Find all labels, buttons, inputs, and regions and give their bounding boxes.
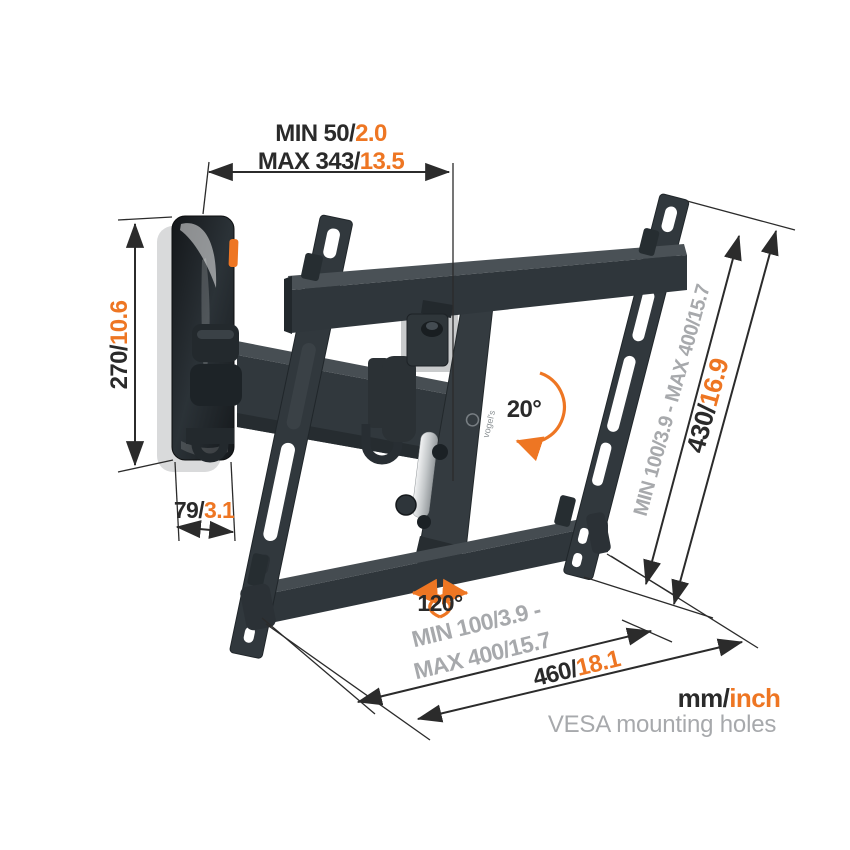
bottom-bar-right-end [586, 512, 611, 554]
logo-text: vogel's [481, 409, 498, 439]
pivot-bolt-foot [417, 515, 431, 529]
ext-line [202, 161, 210, 215]
bottom-bar-top-face [245, 514, 608, 598]
rail-hole [577, 527, 589, 544]
dim-bracket-height-line [671, 229, 779, 606]
label-plate-height: 270/10.6 [106, 300, 133, 389]
bottom-bar-left-end [240, 583, 276, 631]
bottom-bar-front-face [247, 524, 608, 628]
ext-line [583, 576, 714, 619]
plate-gloss-highlight [180, 223, 217, 288]
bottom-hook-left [247, 553, 269, 587]
rail-slot [607, 355, 636, 432]
rail-slot [286, 342, 316, 430]
top-bar-front-face [291, 255, 687, 333]
rail-slot [661, 206, 678, 233]
bottom-crossbar [245, 514, 608, 628]
label-arm-min: MIN 50/2.0 [275, 120, 387, 147]
label-tilt-angle: 20° [507, 396, 542, 423]
pivot-bolt-upper [432, 444, 448, 460]
logo-emblem [465, 413, 480, 427]
pivot-bolt-lower [395, 494, 417, 516]
ext-line [610, 555, 759, 649]
cable-hook [361, 424, 403, 465]
bottom-hook-right [554, 495, 576, 527]
ext-line [686, 200, 796, 231]
top-crossbar [284, 244, 687, 334]
orange-release-clip [228, 238, 239, 268]
ext-line [117, 216, 173, 221]
dimension-graphics [117, 161, 796, 741]
dim-bracket-width-line [416, 638, 744, 723]
label-plate-depth: 79/3.1 [174, 497, 235, 523]
rail-slot [323, 228, 340, 259]
tilt-top-clamp [406, 300, 453, 367]
rail-hole [243, 626, 255, 643]
dim-plate-depth-line [175, 520, 235, 539]
swivel-angle-arrow-right [428, 578, 469, 619]
tilt-side-bracket [382, 356, 416, 442]
ext-line [265, 623, 431, 741]
top-bar-top-face [288, 244, 687, 290]
top-bar-left-cap [284, 276, 292, 334]
wall-hinge [186, 324, 242, 463]
units-legend: mm/inch [678, 683, 781, 713]
ext-line [230, 461, 236, 542]
label-swivel-angle: 120° [417, 590, 463, 616]
tilt-angle-arrow [515, 371, 566, 462]
hinge-hook [191, 443, 229, 463]
ext-line [117, 459, 174, 473]
vesa-note: VESA mounting holes [548, 711, 777, 738]
rail-hole [571, 553, 583, 568]
top-hook-left [301, 252, 323, 282]
rail-slot [263, 442, 295, 542]
label-arm-max: MAX 343/13.5 [258, 148, 404, 175]
rail-slot [592, 442, 612, 486]
